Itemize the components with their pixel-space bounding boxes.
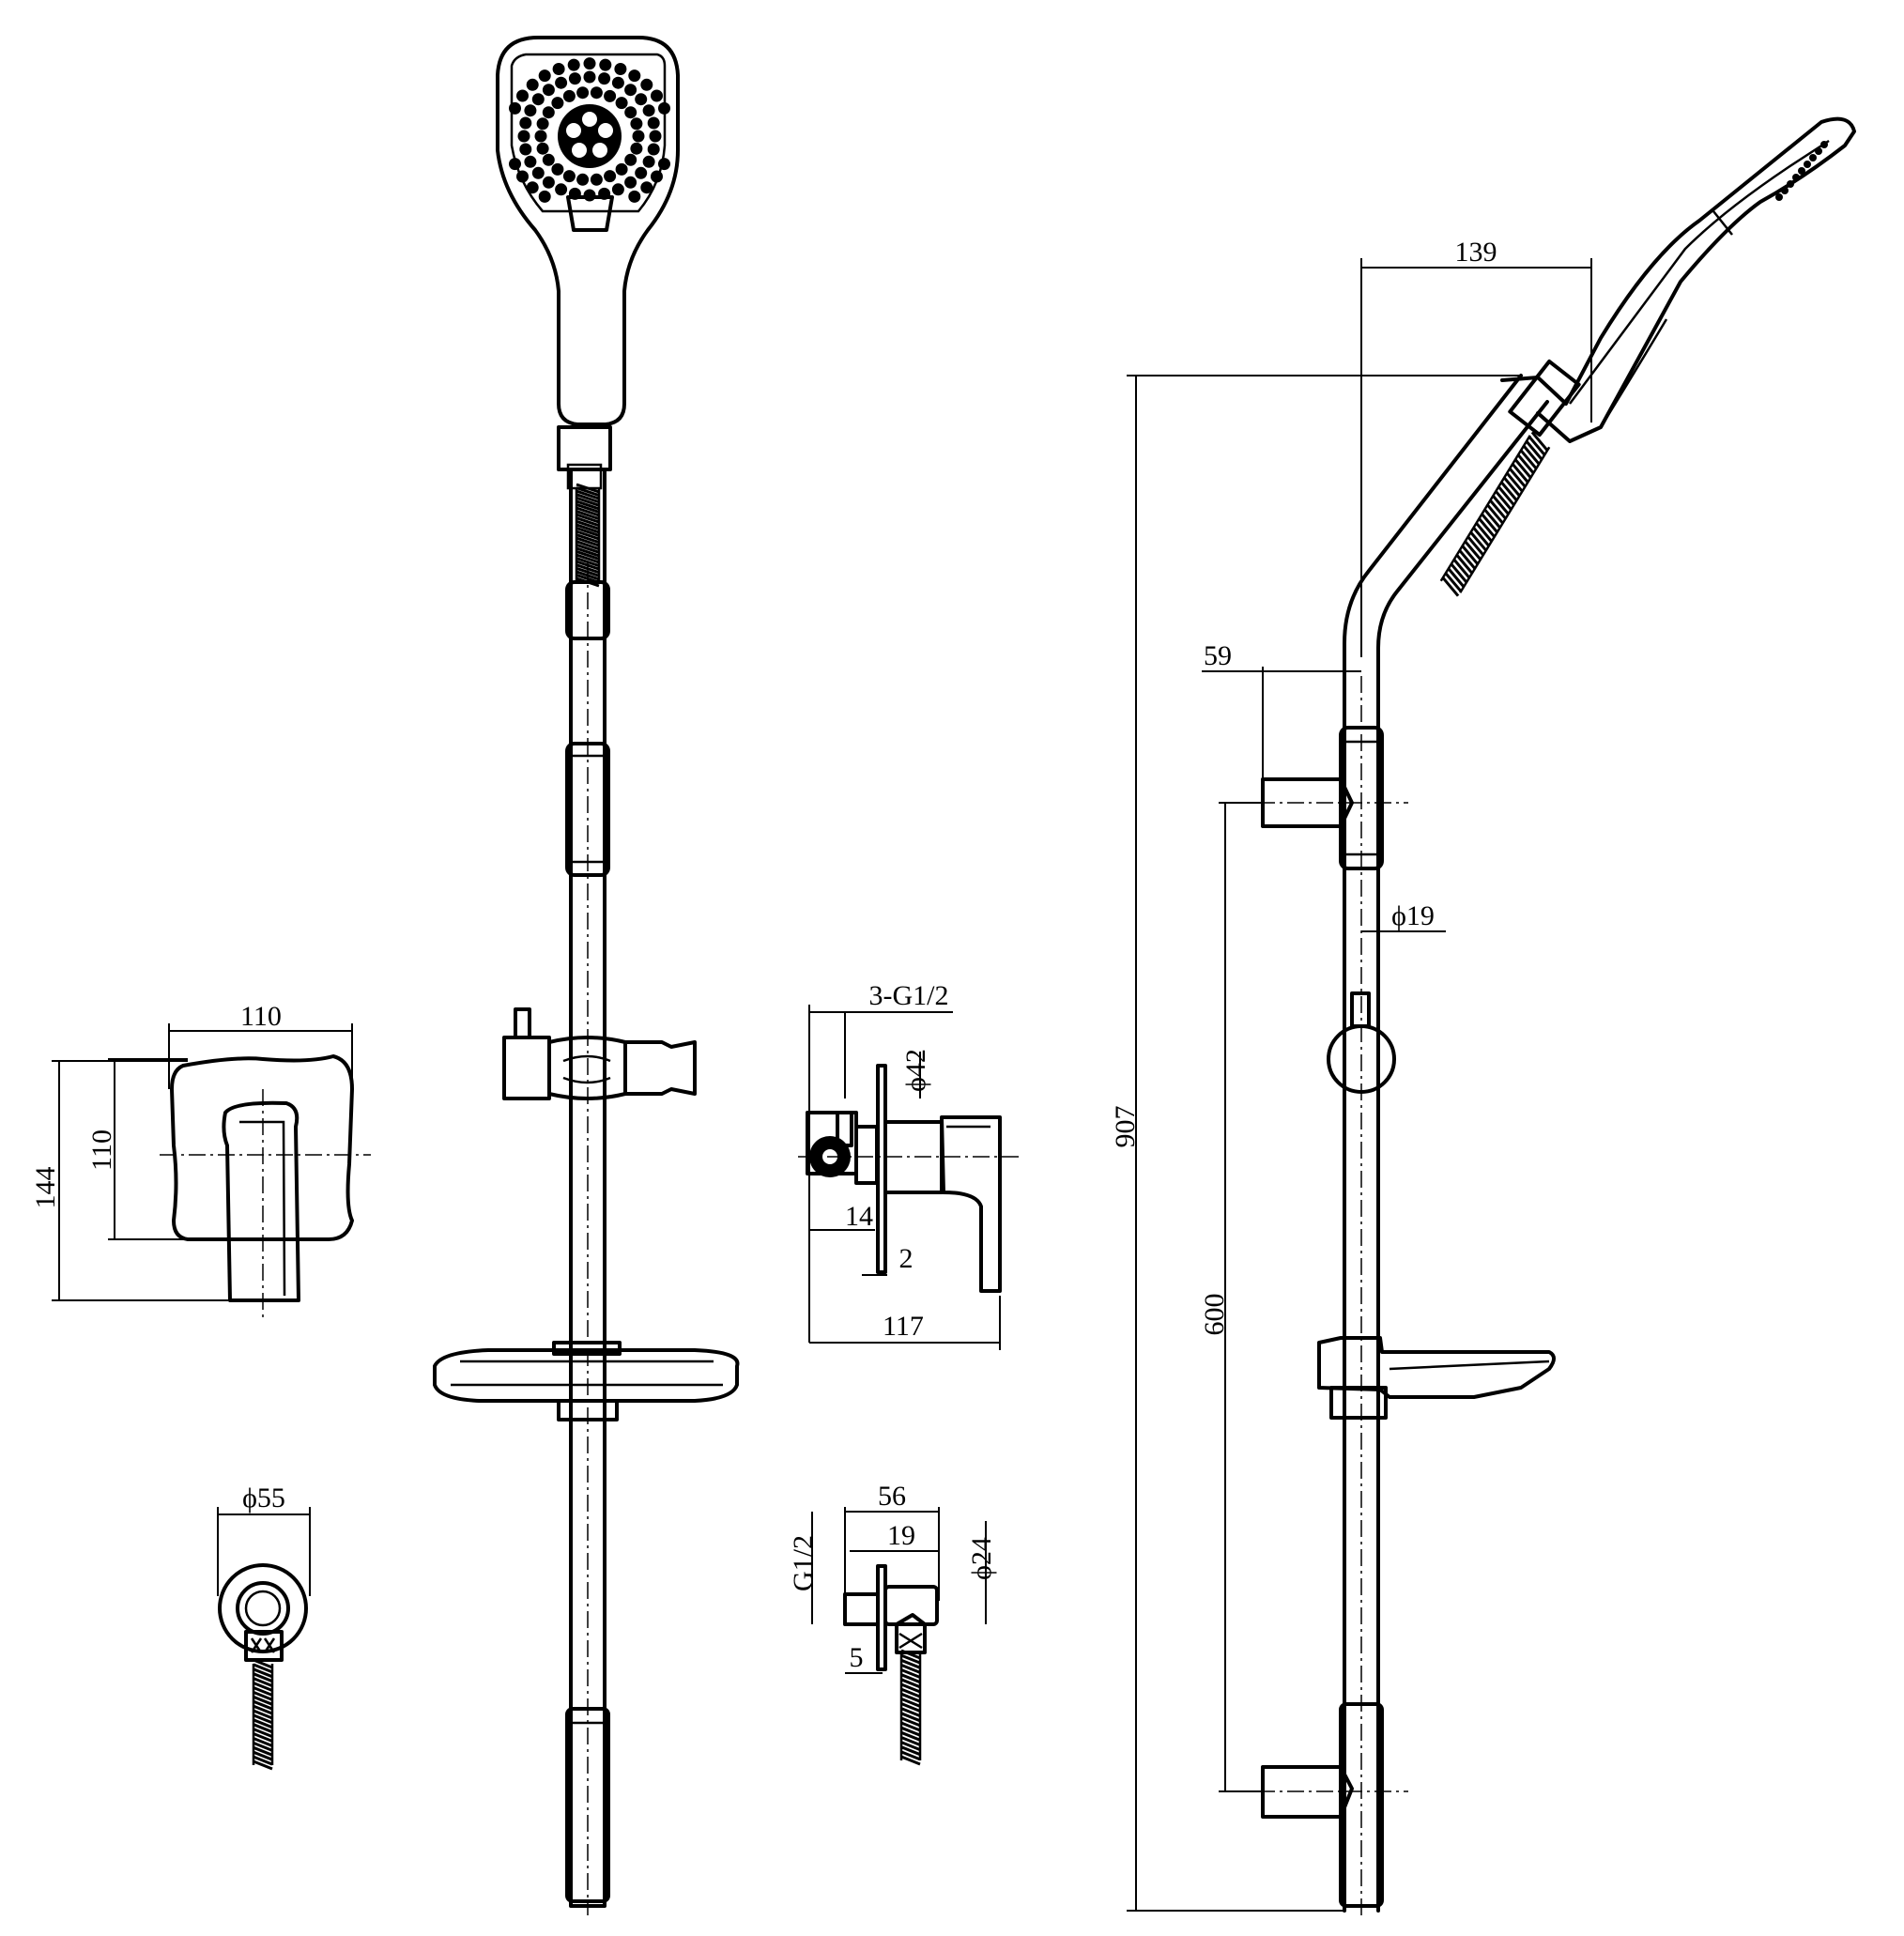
side-hose — [1439, 431, 1551, 597]
valve-flange-diameter-label: ϕ42 — [900, 1049, 931, 1092]
valve-height-outer-label: 144 — [30, 1167, 61, 1209]
outlet-depth-label: 56 — [878, 1481, 906, 1512]
upper-rail-bracket — [565, 742, 610, 877]
flange-nut — [244, 1630, 284, 1662]
lower-rail-bracket — [565, 1707, 610, 1903]
valve-side-lever — [940, 1115, 1002, 1293]
rail-diameter-label: ϕ19 — [1391, 900, 1435, 931]
valve-plate-label: 2 — [899, 1243, 914, 1274]
outlet-inner-label: 19 — [887, 1520, 915, 1551]
mode-button — [566, 195, 614, 232]
side-spray-nozzles — [1775, 141, 1828, 201]
hand-shower-head — [496, 36, 680, 426]
spray-nozzles — [509, 57, 670, 203]
hose-connector — [557, 425, 612, 471]
valve-cover-plate — [170, 1054, 354, 1241]
hose-lower-right — [899, 1649, 922, 1766]
soap-dish — [433, 1341, 740, 1421]
side-view-shower-set: 139 59 ϕ19 907 600 — [1110, 116, 1856, 1915]
slider-holder — [502, 1007, 697, 1100]
valve-width-label: 110 — [240, 1001, 282, 1032]
valve-depth-label: 117 — [883, 1311, 924, 1342]
side-lower-wall-mount — [1261, 1765, 1354, 1819]
bracket-spacing-label: 600 — [1199, 1294, 1230, 1336]
valve-side-view: 3-G1/2 ϕ42 14 2 117 — [798, 980, 1019, 1350]
valve-height-inner-label: 110 — [86, 1129, 117, 1171]
outlet-diameter-label: ϕ24 — [966, 1537, 997, 1580]
wall-outlet-side-view: 56 19 G1/2 ϕ24 5 — [788, 1481, 997, 1766]
total-height-label: 907 — [1110, 1106, 1141, 1148]
side-rail — [1343, 374, 1523, 1913]
valve-front-view: 110 144 110 — [30, 1001, 371, 1319]
valve-lever — [222, 1100, 300, 1302]
side-slider-knob — [1327, 1024, 1396, 1094]
outlet-plate-label: 5 — [850, 1642, 864, 1673]
side-soap-dish — [1317, 1336, 1556, 1420]
wall-outlet-front-view: ϕ55 — [217, 1483, 311, 1771]
outlet-thread-stub — [843, 1592, 880, 1626]
outlet-thread-label: G1/2 — [788, 1535, 819, 1591]
flange-diameter-label: ϕ55 — [242, 1483, 285, 1513]
side-lower-bracket — [1339, 1702, 1384, 1908]
bracket-projection-label: 59 — [1204, 640, 1232, 671]
side-upper-wall-mount — [1261, 777, 1354, 828]
valve-inlet-label: 3-G1/2 — [869, 980, 949, 1011]
head-reach-label: 139 — [1455, 237, 1497, 268]
valve-offset-label: 14 — [845, 1201, 873, 1232]
front-view-shower-set — [433, 36, 740, 1915]
side-hand-shower — [1500, 116, 1856, 443]
hose-lower-left — [252, 1658, 274, 1771]
side-upper-bracket — [1339, 726, 1384, 870]
outlet-body — [883, 1585, 939, 1626]
wall-flange — [218, 1563, 308, 1653]
